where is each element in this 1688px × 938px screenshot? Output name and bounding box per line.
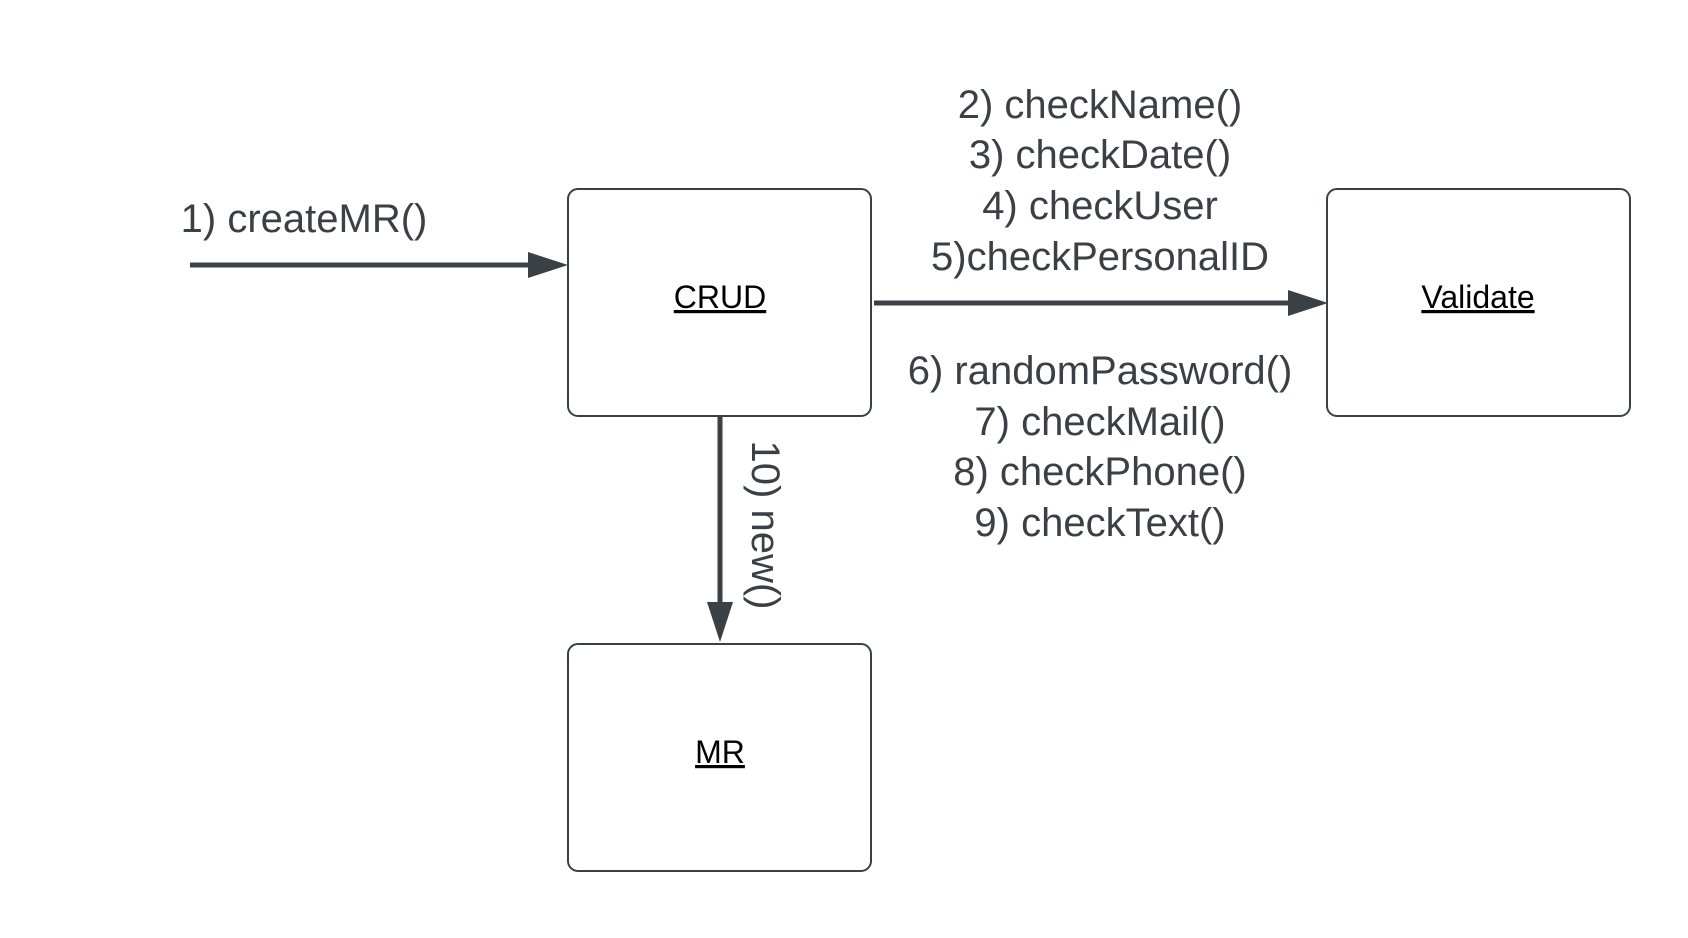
message-check-personal-id: 5)checkPersonalID [931, 235, 1269, 279]
validate-messages-top: 2) checkName() 3) checkDate() 4) checkUs… [931, 83, 1269, 279]
create-message-arrow [190, 252, 568, 278]
create-message-label: 1) createMR() [181, 197, 428, 241]
crud-to-mr-arrow [707, 416, 733, 642]
new-message-label: 10) new() [743, 441, 787, 610]
message-check-name: 2) checkName() [958, 83, 1243, 127]
validate-object-label: Validate [1421, 279, 1534, 315]
crud-object: CRUD [567, 188, 872, 417]
crud-to-validate-arrow [874, 290, 1328, 316]
message-random-password: 6) randomPassword() [908, 349, 1293, 393]
message-check-text: 9) checkText() [974, 501, 1225, 545]
validate-messages-bottom: 6) randomPassword() 7) checkMail() 8) ch… [908, 349, 1293, 545]
validate-object: Validate [1326, 188, 1631, 417]
message-check-mail: 7) checkMail() [974, 400, 1225, 444]
message-check-user: 4) checkUser [982, 184, 1218, 228]
message-check-phone: 8) checkPhone() [953, 450, 1246, 494]
message-check-date: 3) checkDate() [969, 133, 1231, 177]
crud-object-label: CRUD [674, 279, 766, 315]
mr-object-label: MR [695, 734, 745, 770]
mr-object: MR [567, 643, 872, 872]
